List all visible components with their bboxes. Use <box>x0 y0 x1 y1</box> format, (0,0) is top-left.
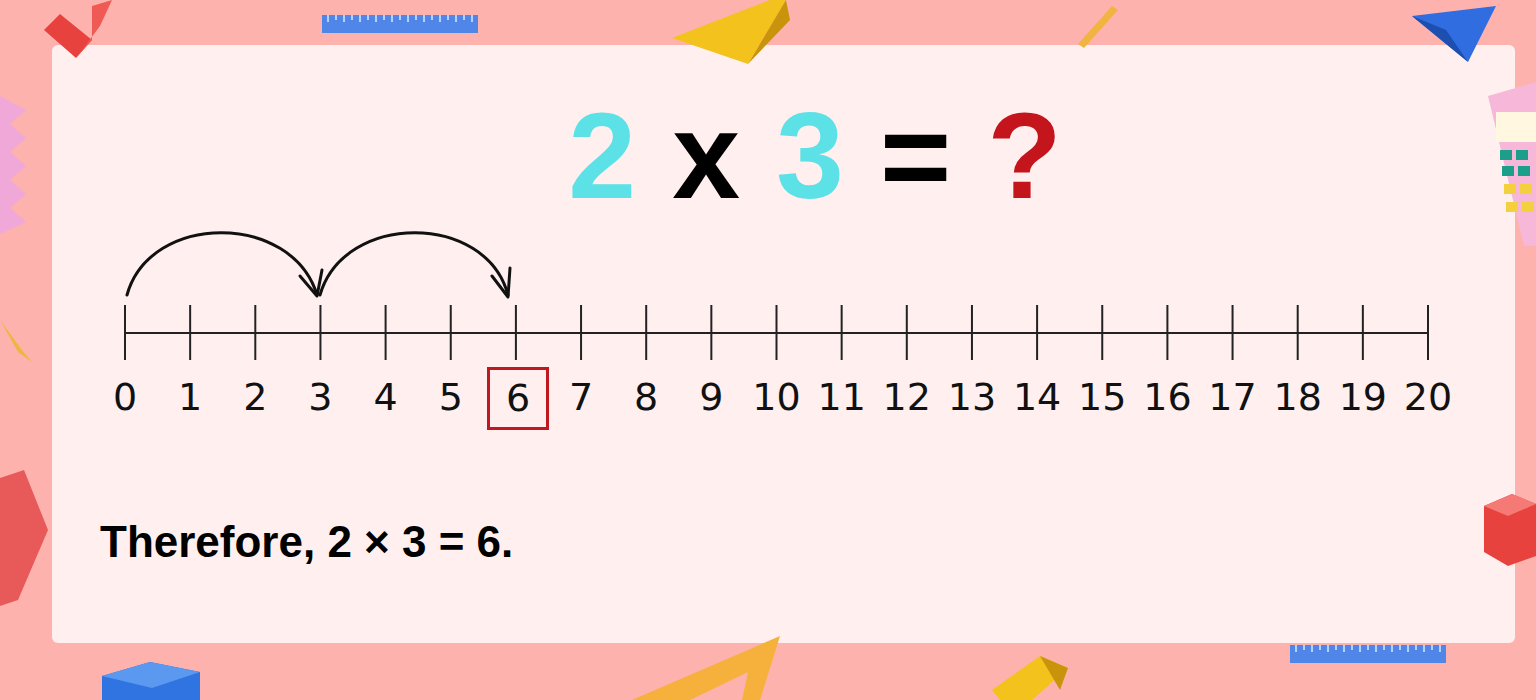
equation-part: = <box>880 95 951 217</box>
number-label: 16 <box>1143 378 1191 416</box>
equation-part: 2 <box>568 95 636 217</box>
number-label: 8 <box>634 378 658 416</box>
number-label: 13 <box>948 378 996 416</box>
number-label: 0 <box>113 378 137 416</box>
equation-row: 2x3 =? <box>0 95 1536 217</box>
number-label: 1 <box>178 378 202 416</box>
number-label: 4 <box>374 378 398 416</box>
number-label: 11 <box>817 378 865 416</box>
number-label: 19 <box>1339 378 1387 416</box>
content-panel <box>52 45 1515 643</box>
number-label: 10 <box>752 378 800 416</box>
equation-part: ? <box>987 95 1062 217</box>
tick-marks <box>125 305 1428 360</box>
answer-number: 6 <box>506 379 530 417</box>
number-label: 12 <box>883 378 931 416</box>
jump-arrows <box>127 233 510 297</box>
number-label: 17 <box>1208 378 1256 416</box>
conclusion-text: Therefore, 2 × 3 = 6. <box>100 518 513 566</box>
number-label: 18 <box>1274 378 1322 416</box>
number-label: 3 <box>308 378 332 416</box>
number-label: 9 <box>699 378 723 416</box>
number-label: 15 <box>1078 378 1126 416</box>
number-label: 2 <box>243 378 267 416</box>
number-label: 5 <box>439 378 463 416</box>
number-label: 7 <box>569 378 593 416</box>
equation-part: x <box>672 95 740 217</box>
answer-box: 6 <box>487 367 549 430</box>
number-label: 14 <box>1013 378 1061 416</box>
number-label: 20 <box>1404 378 1452 416</box>
equation-part: 3 <box>776 95 844 217</box>
